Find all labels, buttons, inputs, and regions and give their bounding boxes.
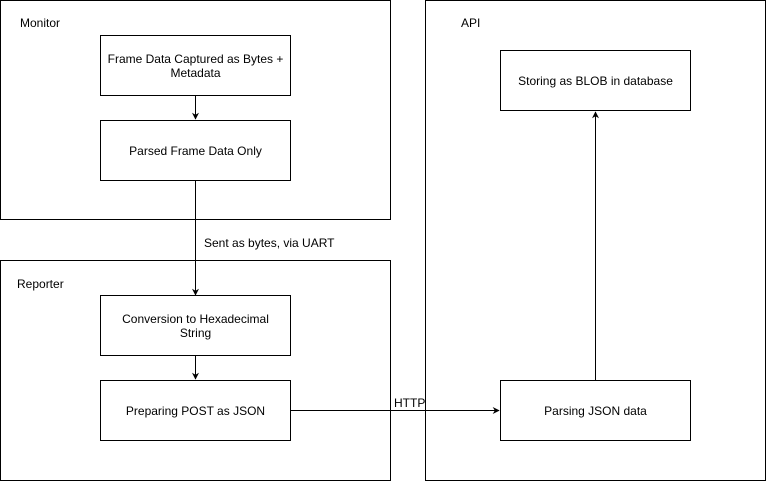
- node-prepare-post-text: Preparing POST as JSON: [125, 403, 266, 418]
- node-hex-conversion: Conversion to Hexadecimal String: [100, 295, 291, 356]
- node-parse-json: Parsing JSON data: [500, 380, 691, 441]
- node-prepare-post: Preparing POST as JSON: [100, 380, 291, 441]
- node-store-blob: Storing as BLOB in database: [500, 50, 691, 111]
- node-hex-conversion-text: Conversion to Hexadecimal String: [122, 311, 269, 340]
- monitor-label: Monitor: [20, 16, 61, 30]
- api-label: API: [461, 16, 481, 30]
- node-parsed-frame-text: Parsed Frame Data Only: [129, 143, 262, 158]
- node-store-blob-text: Storing as BLOB in database: [518, 73, 673, 88]
- node-frame-captured-text: Frame Data Captured as Bytes + Metadata: [107, 51, 284, 80]
- uart-edge-label: Sent as bytes, via UART: [204, 236, 335, 250]
- reporter-label: Reporter: [17, 277, 64, 291]
- http-edge-label: HTTP: [394, 396, 426, 410]
- node-parsed-frame: Parsed Frame Data Only: [100, 120, 291, 181]
- node-frame-captured: Frame Data Captured as Bytes + Metadata: [100, 35, 291, 96]
- node-parse-json-text: Parsing JSON data: [544, 403, 647, 418]
